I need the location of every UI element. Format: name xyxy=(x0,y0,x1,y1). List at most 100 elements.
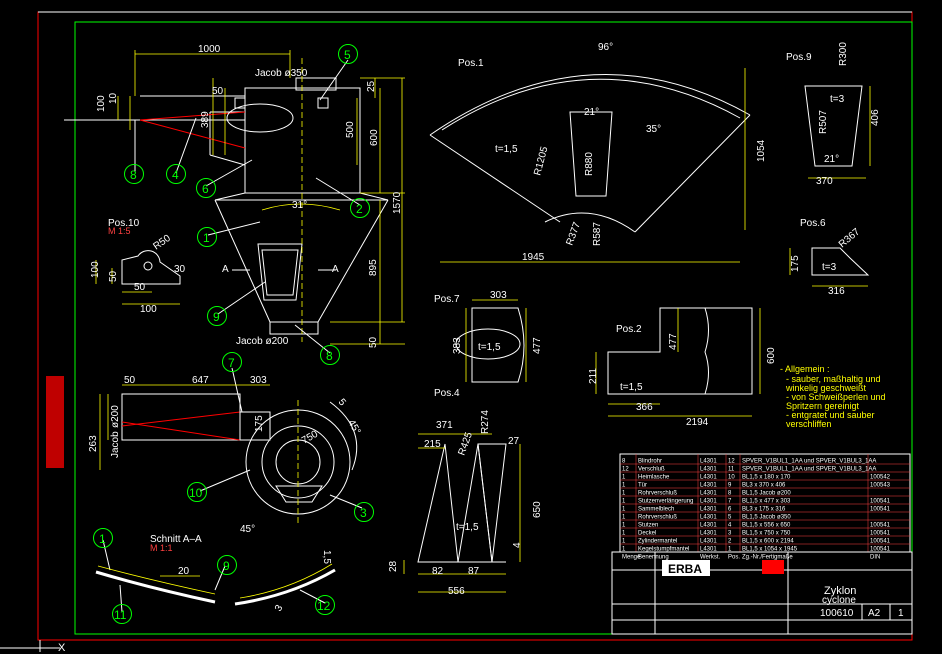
balloon-8-top xyxy=(124,164,144,184)
bom-cell: 3 xyxy=(728,531,732,537)
bom-cell: BL1,5 x 600 x 2194 xyxy=(742,539,794,545)
bom-cell: 1 xyxy=(622,507,626,513)
note-5: - entgratet und sauber xyxy=(786,410,875,420)
bom-cell: Deckel xyxy=(638,531,656,537)
balloon-4 xyxy=(166,164,186,184)
pos4-thickness: t=1,5 xyxy=(456,522,479,533)
pos2-title: Pos.2 xyxy=(616,324,642,335)
balloon-6-label: 6 xyxy=(202,182,209,196)
balloon-3-label: 3 xyxy=(360,506,367,520)
note-4: Spritzern gereinigt xyxy=(786,401,860,411)
title-block: ERBA Zyklon cyclone 100610 A2 1 xyxy=(611,551,913,635)
cyclone-plan-view: 50 647 303 ø200 263 Jacob 175 750 45° 5 … xyxy=(88,375,362,535)
logo-text: ERBA xyxy=(668,562,702,576)
title-name-de: Zyklon xyxy=(824,585,856,597)
schnitt-20: 20 xyxy=(178,566,190,577)
schnitt-1-5: 1,5 xyxy=(321,550,332,564)
balloon-2-label: 2 xyxy=(356,202,363,216)
plan-45-bottom: 45° xyxy=(240,524,255,535)
balloon-3 xyxy=(354,502,374,522)
bom-cell: 100541 xyxy=(870,523,891,529)
pos10-detail: Pos.10 M 1:5 R50 30 100 50 50 100 xyxy=(90,218,186,315)
bom-cell: Kegelstumpfmantel xyxy=(638,547,689,553)
bom-cell: BL1,5 x 556 x 650 xyxy=(742,523,791,529)
bom-cell: Sammelblech xyxy=(638,507,674,513)
balloon-12-label: 12 xyxy=(317,599,331,613)
balloon-1-label: 1 xyxy=(203,231,210,245)
pos1-title: Pos.1 xyxy=(458,58,484,69)
dim-25: 25 xyxy=(366,80,377,92)
note-3: - von Schweißperlen und xyxy=(786,392,886,402)
plan-263: 263 xyxy=(88,435,99,452)
plan-50: 50 xyxy=(124,375,136,386)
pos7-title: Pos.7 xyxy=(434,294,460,305)
pos7-477: 477 xyxy=(532,337,543,354)
title-name-en: cyclone xyxy=(822,595,856,606)
balloon-1-section xyxy=(93,528,113,548)
pos1-thickness: t=1,5 xyxy=(495,144,518,155)
pos4-215: 215 xyxy=(424,439,441,450)
bom-cell: L4301 xyxy=(700,475,717,481)
pos7-thickness: t=1,5 xyxy=(478,342,501,353)
bom-cell: 1 xyxy=(622,475,626,481)
pos1-1945: 1945 xyxy=(522,252,545,263)
dim-1570: 1570 xyxy=(392,191,403,214)
balloon-5-label: 5 xyxy=(344,48,351,62)
balloon-2 xyxy=(350,198,370,218)
pos1-angle-21: 21° xyxy=(584,107,599,118)
pos7-303: 303 xyxy=(490,290,507,301)
bom-header-cell: Benennung xyxy=(638,555,669,561)
plan-303: 303 xyxy=(250,375,267,386)
dim-50-top: 50 xyxy=(212,86,224,97)
bom-cell: 1 xyxy=(622,523,626,529)
dim-500: 500 xyxy=(345,121,356,138)
bom-cell: 8 xyxy=(728,491,732,497)
pos4-371: 371 xyxy=(436,420,453,431)
bom-cell: 100541 xyxy=(870,499,891,505)
bom-cell: L4301 xyxy=(700,467,717,473)
bom-cell: 100543 xyxy=(870,483,891,489)
balloon-9-section xyxy=(217,555,237,575)
balloon-8-bottom-label: 8 xyxy=(326,349,333,363)
balloon-7 xyxy=(222,352,242,372)
dim-1000: 1000 xyxy=(198,44,221,55)
bom-cell: 1 xyxy=(622,515,626,521)
elevation-dimension-labels: 1000 Jacob ø350 100 10 50 389 25 500 600… xyxy=(96,44,403,348)
bom-cell: L4301 xyxy=(700,491,717,497)
bom-cell: 100542 xyxy=(870,475,891,481)
pos6-detail: Pos.6 R367 175 t=3 316 xyxy=(789,218,870,297)
bom-cell: BL1,5 x 180 x 170 xyxy=(742,475,791,481)
bom-cell: Rohrverschluß xyxy=(638,491,677,497)
pos9-thickness: t=3 xyxy=(830,94,845,105)
pos9-r300: R300 xyxy=(838,42,849,66)
pos4-27: 27 xyxy=(508,436,520,447)
bom-header-cell: Zg.-Nr./Fertigmaße xyxy=(742,555,793,561)
bom-header-cell: Werkst. xyxy=(700,555,721,561)
pos1-1054: 1054 xyxy=(756,139,767,162)
plan-5: 5 xyxy=(336,397,348,409)
bom-cell: 2 xyxy=(728,539,732,545)
section-a-a: Schnitt A–A M 1:1 20 1,5 3 xyxy=(95,534,336,614)
pos10-50-vert: 50 xyxy=(108,270,119,282)
pos7-383: 383 xyxy=(452,337,463,354)
pos9-r507: R507 xyxy=(818,110,829,134)
plan-175: 175 xyxy=(254,415,265,432)
bom-cell: BL1,5 x 1054 x 1945 xyxy=(742,547,798,553)
pos1-r377: R377 xyxy=(564,220,583,247)
balloons: 1 2 3 4 5 6 7 8 8 9 10 11 12 9 1 xyxy=(93,44,374,624)
bom-cell: 1 xyxy=(622,539,626,545)
balloon-9-label: 9 xyxy=(213,310,220,324)
note-2: winkelig geschweißt xyxy=(785,383,867,393)
bom-cell: BL1,5 x 750 x 750 xyxy=(742,531,791,537)
schnitt-scale: M 1:1 xyxy=(150,543,173,553)
bom-cell: Tür xyxy=(638,483,647,489)
pos1-angle-35: 35° xyxy=(646,124,661,135)
pos7-detail: Pos.7 303 383 t=1,5 477 xyxy=(434,290,543,383)
pos10-100-vert: 100 xyxy=(90,261,101,278)
section-a-right: A xyxy=(332,264,339,275)
balloon-1 xyxy=(197,227,217,247)
balloon-10-label: 10 xyxy=(189,486,203,500)
pos4-4: 4 xyxy=(512,542,523,548)
